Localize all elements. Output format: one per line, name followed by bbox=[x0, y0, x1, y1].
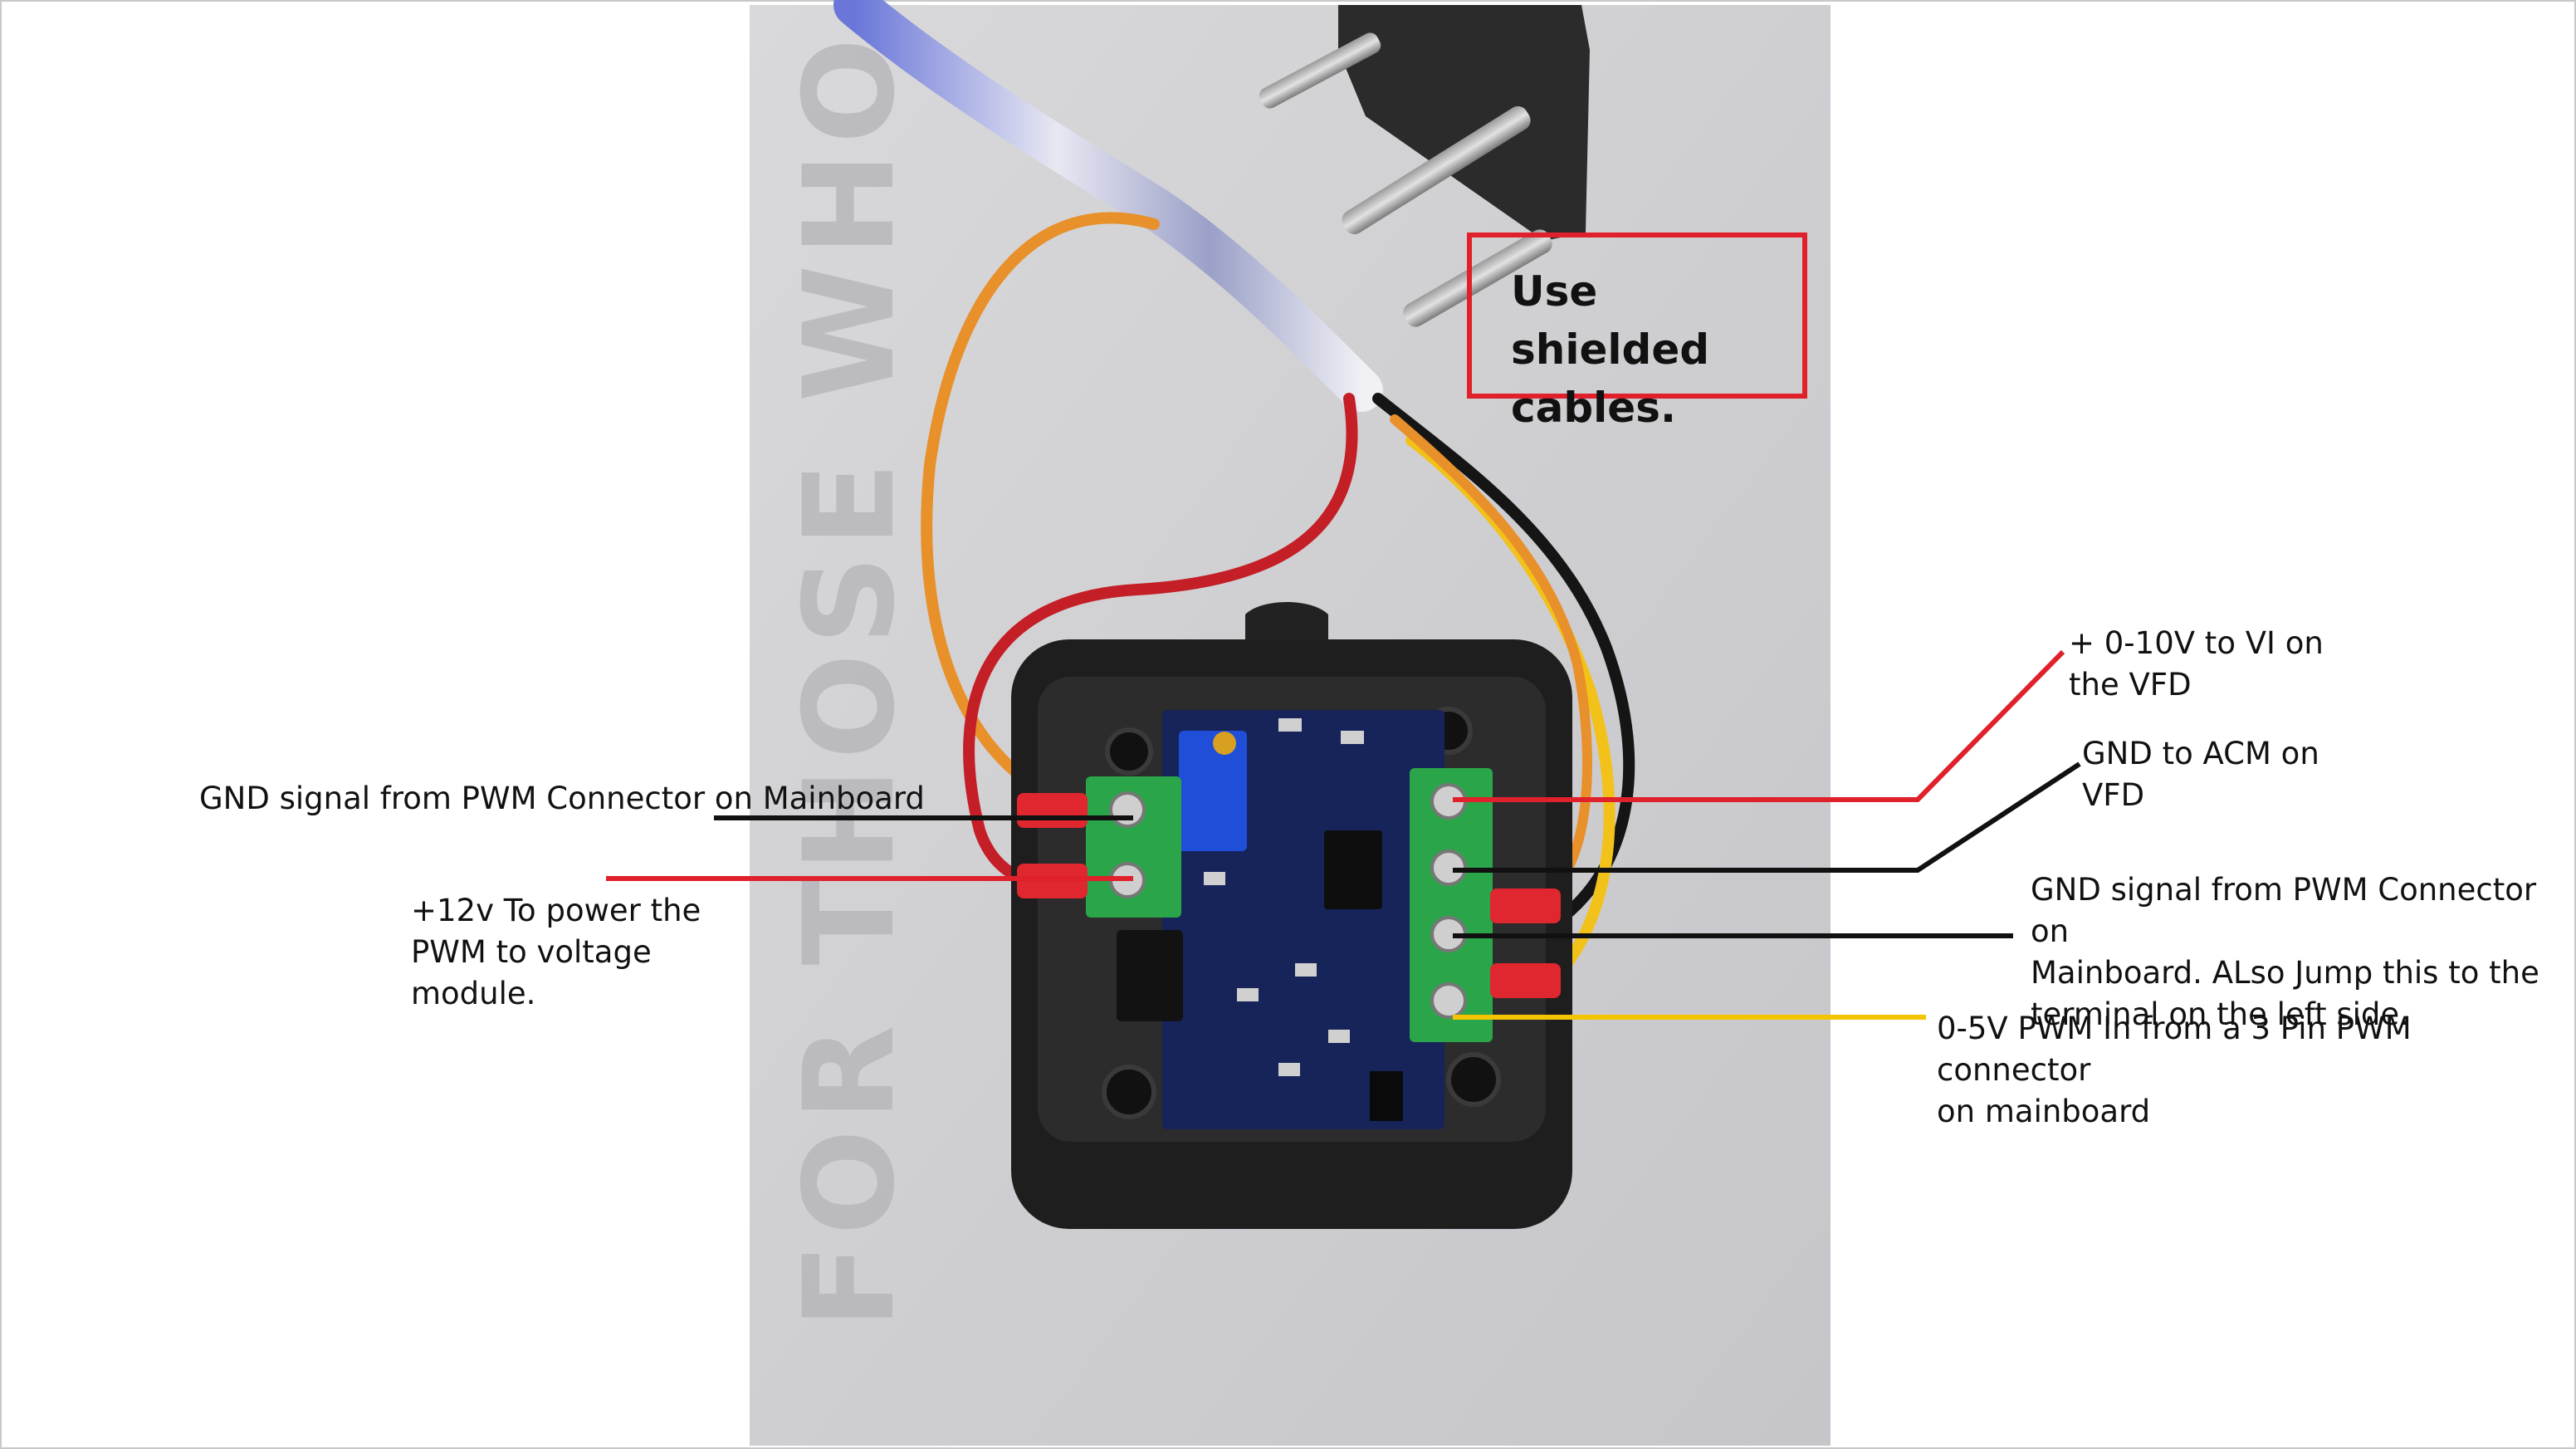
potentiometer bbox=[1179, 731, 1247, 851]
orange-wire-right bbox=[1390, 414, 1592, 902]
right-terminal-screw-4 bbox=[1430, 982, 1467, 1019]
label-gnd-acm: GND to ACM on VFD bbox=[2082, 736, 2319, 813]
callout-lines bbox=[606, 649, 2081, 1020]
shielded-cable-callout-box bbox=[1467, 233, 1807, 399]
leader-out-0-10v bbox=[1453, 649, 2065, 802]
label-pwm-in: 0-5V PWM In from a 3 Pin PWM connector o… bbox=[1937, 1011, 2412, 1129]
label-power-12v: +12v To power the PWM to voltage module. bbox=[411, 893, 701, 1011]
photo-background-lettering: FOR THOSE WHO DARE bbox=[778, 0, 922, 1329]
label-gnd-left: GND signal from PWM Connector on Mainboa… bbox=[199, 781, 925, 816]
orange-wire bbox=[921, 212, 1160, 799]
label-gnd-right: GND signal from PWM Connector on Mainboa… bbox=[2031, 872, 2539, 1032]
mounting-bracket bbox=[1259, 5, 1590, 327]
label-out-0-10v: + 0-10V to VI on the VFD bbox=[2069, 625, 2324, 702]
left-terminal-block bbox=[1017, 776, 1181, 918]
shielded-cable-note: Use shielded cables. bbox=[1511, 267, 1710, 432]
photo: FOR THOSE WHO DARE bbox=[750, 0, 1831, 1446]
left-terminal-screw-top bbox=[1109, 791, 1146, 828]
leader-gnd-acm bbox=[1453, 761, 2081, 873]
right-terminal-block bbox=[1410, 768, 1561, 1042]
shielded-cable bbox=[833, 0, 1383, 412]
red-wire bbox=[963, 393, 1358, 892]
pwm-to-voltage-pcb bbox=[1117, 710, 1444, 1129]
